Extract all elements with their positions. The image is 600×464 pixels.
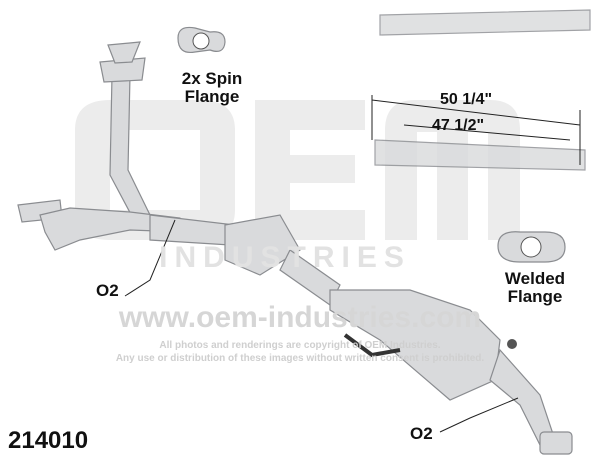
dimension-overall: 50 1/4": [440, 91, 493, 108]
upper-pipe-end: [107, 41, 141, 64]
watermark-url: www.oem-industries.com: [118, 301, 482, 334]
o2-lower-label: O2: [410, 424, 433, 443]
watermark-copyright-2: Any use or distribution of these images …: [115, 353, 485, 364]
o2-upper-leader: [124, 219, 176, 297]
outlet-flange: [539, 431, 573, 455]
outlet-pipe: [489, 348, 556, 446]
watermark-subtitle: INDUSTRIES: [159, 241, 411, 274]
spin-flange-label: 2x Spin Flange: [181, 69, 243, 106]
watermark-copyright-1: All photos and renderings are copyright …: [159, 340, 441, 351]
part-number: 214010: [8, 427, 89, 454]
dimension-inner: 47 1/2": [432, 117, 485, 134]
catalytic-converter: [224, 214, 301, 276]
hanger-icon: [507, 339, 517, 349]
o2-sensor-wire: [343, 333, 401, 358]
dimension-lines: [371, 95, 581, 165]
o2-upper-label: O2: [96, 281, 119, 300]
welded-flange-label: Welded Flange: [504, 269, 566, 306]
upper-pipe: [109, 74, 151, 223]
o2-lower-leader: [439, 397, 519, 433]
